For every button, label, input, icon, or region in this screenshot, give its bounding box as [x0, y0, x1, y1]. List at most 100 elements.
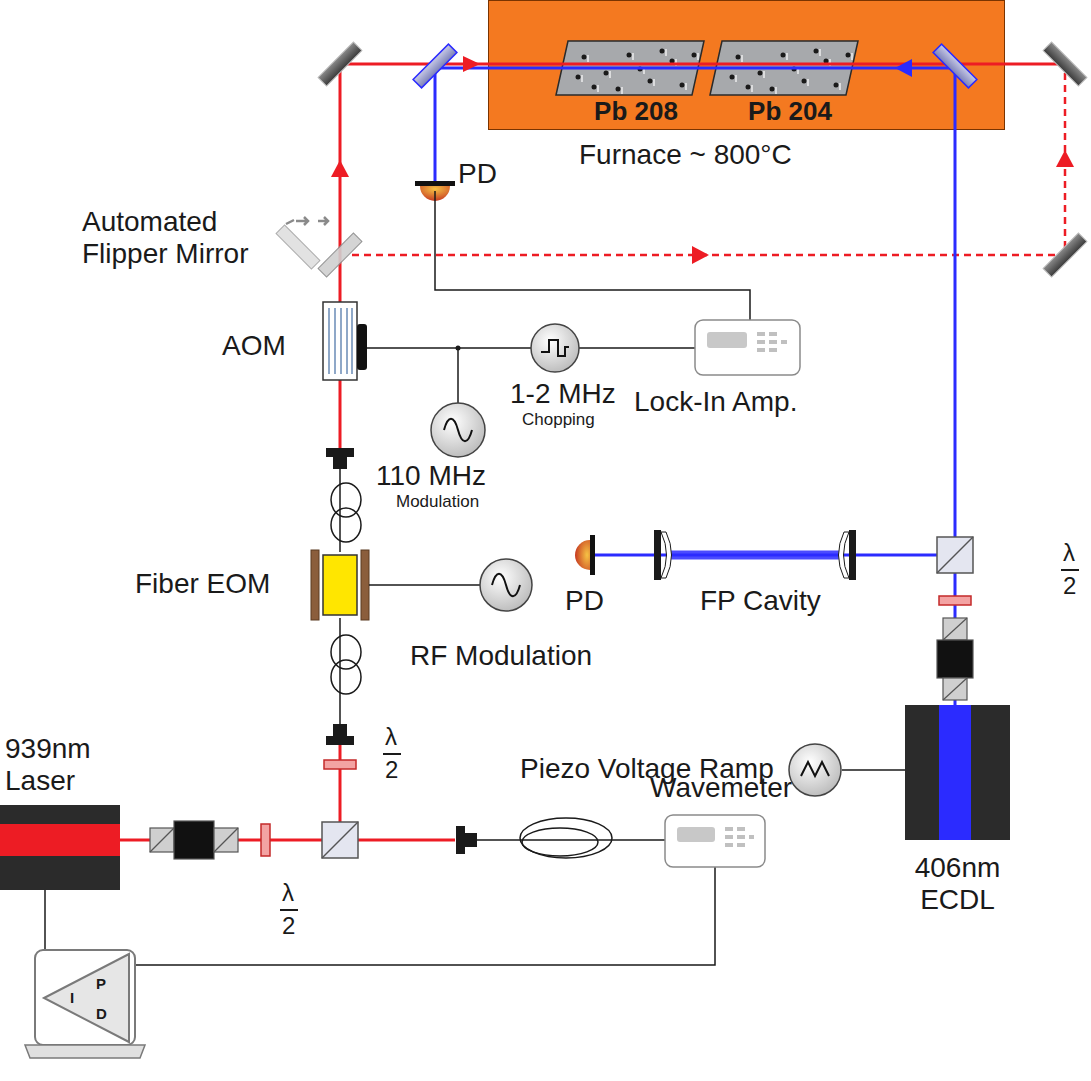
- component-label: PD: [565, 585, 604, 617]
- signal-wire: [435, 191, 750, 320]
- mirror: [318, 42, 1087, 277]
- lead-atom: [576, 75, 581, 80]
- atom-motion: [632, 53, 633, 60]
- pid-computer: [25, 1045, 145, 1058]
- fiber-connector: [456, 826, 465, 854]
- photodiode: [575, 540, 590, 570]
- cavity-mirror: [654, 530, 661, 580]
- cavity-mirror: [661, 532, 672, 578]
- optical-isolator: [943, 678, 967, 700]
- fiber-eom: [323, 555, 357, 615]
- atom-motion: [653, 79, 654, 86]
- wavemeter: [725, 829, 754, 845]
- atom-motion: [775, 87, 776, 94]
- atom-motion: [621, 87, 622, 94]
- chopping-generator: [541, 340, 569, 356]
- beam-arrow: [331, 56, 1074, 264]
- lead-atom: [648, 79, 653, 84]
- laser-beam-406: [435, 68, 955, 705]
- component-label: 110 MHz: [376, 460, 486, 492]
- half-wave-plate: [261, 824, 270, 856]
- mirror: [318, 42, 362, 86]
- optical-isolator: [943, 678, 967, 700]
- signal-wire: [45, 191, 905, 965]
- mirror: [1043, 42, 1087, 86]
- photodiode: [415, 181, 455, 186]
- signal-wire: [44, 890, 46, 950]
- beam-arrow: [331, 160, 349, 177]
- lead-atom: [660, 49, 665, 54]
- optical-isolator: [943, 618, 967, 640]
- fiber-eom: [361, 550, 369, 620]
- optical-isolator: [214, 828, 238, 852]
- pid-computer: [44, 954, 129, 1042]
- polarizing-beam-splitter: [937, 537, 973, 573]
- cavity-mirror: [654, 530, 856, 580]
- polarizing-beam-splitter: [322, 822, 358, 858]
- chopping-generator: [531, 324, 579, 372]
- component-label: Automated Flipper Mirror: [82, 206, 282, 270]
- optical-fiber: [331, 660, 361, 694]
- optical-fiber: [520, 818, 612, 858]
- fiber-eom: [311, 550, 369, 620]
- lead-atom: [680, 83, 685, 88]
- aom: [329, 308, 352, 374]
- laser-939: [0, 805, 120, 890]
- cavity-mirror: [839, 532, 850, 578]
- component-label: λ: [282, 879, 294, 907]
- atom-motion: [741, 55, 742, 62]
- atom-motion: [751, 85, 752, 92]
- atom-motion: [786, 53, 787, 60]
- flipper-mirror: [286, 217, 328, 225]
- ecdl-406: [939, 705, 971, 840]
- fiber-connector: [326, 736, 354, 745]
- lock-in-amplifier: [695, 320, 800, 375]
- lead-atom: [730, 75, 735, 80]
- polarizing-beam-splitter: [937, 537, 973, 573]
- atom-motion: [851, 53, 852, 60]
- wire-junction: [456, 346, 461, 351]
- polarizing-beam-splitter: [322, 537, 973, 858]
- mirror: [1043, 233, 1087, 277]
- cavity-mode: [668, 551, 842, 560]
- lead-atom: [846, 53, 851, 58]
- atom-motion: [807, 79, 808, 86]
- component-label: Fiber EOM: [135, 568, 270, 600]
- polarizing-beam-splitter: [322, 822, 358, 858]
- isotope-label: Pb 204: [708, 97, 872, 127]
- beam-splitter: [413, 44, 457, 88]
- laser-beam-406: [435, 68, 955, 705]
- fiber-eom: [311, 550, 319, 620]
- component-label: Lock-In Amp.: [634, 386, 797, 418]
- laser-939: [0, 805, 120, 890]
- atom-motion: [685, 83, 686, 90]
- aom: [323, 302, 367, 380]
- optical-isolator: [937, 640, 973, 678]
- component-label: RF Modulation: [410, 640, 592, 672]
- fraction-bar: [1061, 569, 1079, 571]
- rf-generator: [480, 559, 532, 611]
- optical-isolator: [150, 618, 973, 859]
- fiber-connector: [326, 448, 354, 457]
- beam-arrow: [1056, 150, 1074, 167]
- beam-splitter: [933, 44, 977, 88]
- atom-motion: [597, 85, 598, 92]
- lead-atom: [834, 83, 839, 88]
- rf-generator: [480, 559, 532, 611]
- lead-atom: [582, 55, 587, 60]
- laser-beam-939: [120, 64, 1065, 840]
- beam-arrow: [692, 246, 709, 264]
- vapor-cell: Pb 208: [554, 39, 718, 127]
- component-label: 2: [282, 912, 295, 940]
- flipper-mirror: [276, 225, 320, 269]
- component-label: 406nm ECDL: [900, 852, 1015, 916]
- component-label: AOM: [222, 330, 286, 362]
- photodiode: [575, 535, 595, 575]
- ramp-generator: [789, 744, 841, 796]
- lead-atom: [781, 53, 786, 58]
- lead-atom: [627, 53, 632, 58]
- furnace-label: Furnace ~ 800°C: [579, 139, 792, 171]
